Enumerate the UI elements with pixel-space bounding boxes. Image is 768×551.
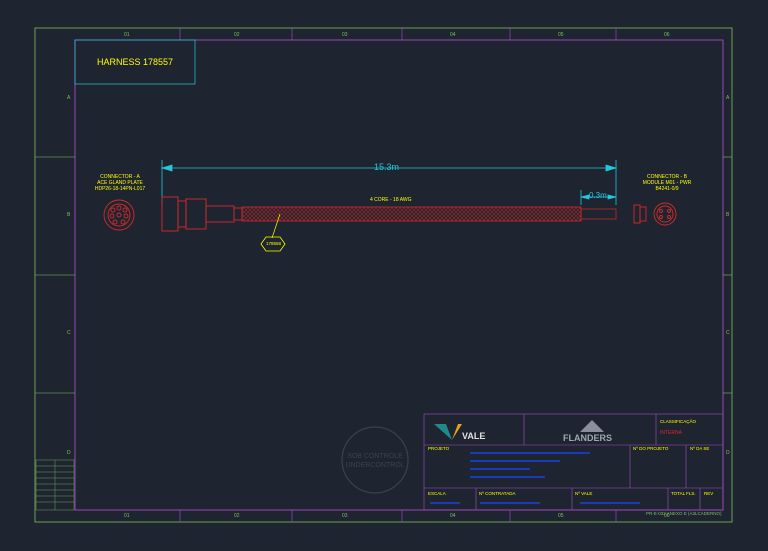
- no-se-label: Nº DA SE: [690, 446, 710, 451]
- row-marker-left-c: C: [67, 330, 71, 336]
- stamp-line2: UNDERCONTROL: [345, 462, 405, 469]
- length-dimension: [160, 160, 618, 205]
- rev-label: REV: [704, 491, 714, 496]
- outer-frame: [34, 27, 733, 523]
- col-marker-top-02: 02: [234, 32, 240, 38]
- escala-label: ESCALA: [428, 491, 446, 496]
- vale-logo-text: VALE: [462, 431, 486, 441]
- col-marker-bottom-03: 03: [342, 513, 348, 519]
- connector-a-label: CONNECTOR - A ACE GLAND PLATE HDP26-18-1…: [88, 174, 152, 192]
- harness-title: HARNESS 178557: [97, 57, 174, 67]
- connector-a-label-line1: CONNECTOR - A: [100, 174, 140, 180]
- col-marker-top-01: 01: [124, 32, 130, 38]
- col-marker-bottom-05: 05: [558, 513, 564, 519]
- connector-a-label-line3: HDP26-18-14PN-L017: [94, 186, 146, 192]
- col-marker-bottom-06: 06: [664, 513, 670, 519]
- connector-b-symbol: [633, 202, 677, 226]
- row-marker-right-a: A: [726, 95, 730, 101]
- col-marker-top-03: 03: [342, 32, 348, 38]
- row-marker-left-d: D: [67, 450, 71, 456]
- stamp-line1: SOB CONTROLE: [347, 453, 403, 460]
- row-marker-right-d: D: [726, 450, 730, 456]
- contratada-label: Nº CONTRATADA: [479, 491, 516, 496]
- cable-body: [241, 206, 582, 222]
- column-ticks: [179, 28, 617, 522]
- stamp-circle: [341, 426, 409, 494]
- cable-core-label: 4 CORE - 18 AWG: [370, 197, 412, 203]
- cable-tail: [580, 208, 617, 220]
- stamp-text: SOB CONTROLE UNDERCONTROL: [340, 452, 410, 470]
- cable-tag-label: 178558: [266, 241, 282, 246]
- tag-leader: [271, 213, 281, 239]
- connector-b-label-line1: CONNECTOR - B: [647, 174, 687, 180]
- flanders-logo: [580, 420, 604, 432]
- no-projeto-label: Nº DO PROJETO: [633, 446, 669, 451]
- cable-length-label: 15.3m: [374, 162, 400, 172]
- projeto-label: PROJETO: [428, 446, 450, 451]
- flanders-logo-text: FLANDERS: [563, 433, 612, 443]
- col-marker-bottom-04: 04: [450, 513, 456, 519]
- col-marker-bottom-02: 02: [234, 513, 240, 519]
- row-marker-left-a: A: [67, 95, 71, 101]
- connector-a-symbol: [103, 199, 135, 231]
- cable-tail-label: 0.3m: [589, 191, 607, 200]
- doc-code: PR-E-032 ANEXO E (A3LCADERNO): [646, 511, 722, 516]
- tail-dimension: [580, 190, 617, 205]
- col-marker-bottom-01: 01: [124, 513, 130, 519]
- total-fls-label: TOTAL FLS.: [671, 491, 696, 496]
- row-marker-right-c: C: [726, 330, 730, 336]
- col-marker-top-04: 04: [450, 32, 456, 38]
- harness-title-box: [74, 39, 196, 85]
- classificacao-value: INTERNA: [660, 430, 682, 436]
- connector-b-label: CONNECTOR - B MODULE M01 - PWR B4241-0/9: [634, 174, 700, 192]
- connector-b-label-line2: MODULE M01 - PWR: [642, 180, 692, 186]
- title-block-fill-lines: [430, 452, 640, 504]
- connector-b-label-line3: B4241-0/9: [655, 186, 679, 192]
- row-marker-right-b: B: [726, 212, 730, 218]
- row-ticks: [35, 156, 732, 394]
- connector-a-body: [161, 196, 243, 232]
- vale-logo: [434, 424, 462, 440]
- col-marker-top-05: 05: [558, 32, 564, 38]
- tag-hexagon: [260, 236, 286, 252]
- revision-table: [35, 459, 75, 511]
- connector-a-label-line2: ACE GLAND PLATE: [97, 180, 143, 186]
- title-block: [423, 413, 724, 511]
- row-marker-left-b: B: [67, 212, 71, 218]
- col-marker-top-06: 06: [664, 32, 670, 38]
- classificacao-label: CLASSIFICAÇÃO: [660, 419, 697, 424]
- drawing-border: [74, 39, 724, 511]
- no-vale-label: Nº VALE: [575, 491, 593, 496]
